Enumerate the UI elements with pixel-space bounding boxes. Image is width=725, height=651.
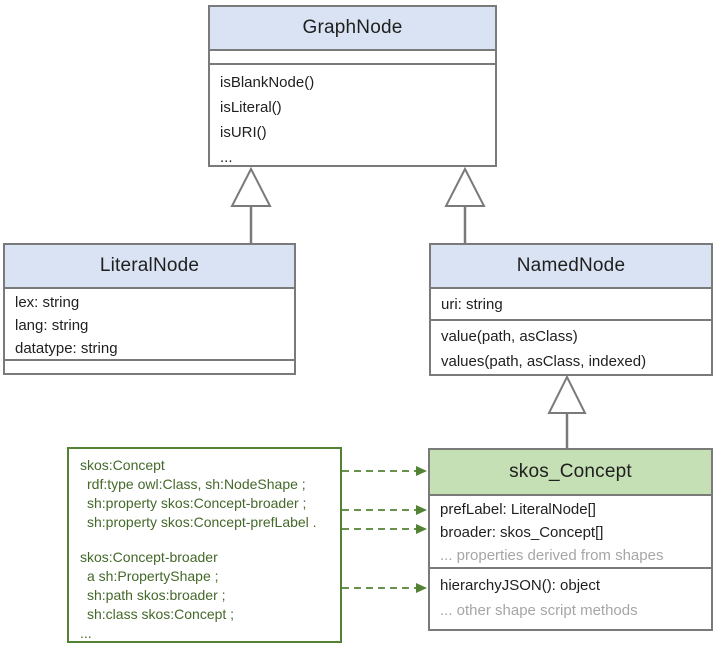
code-line: skos:Concept [80,457,165,473]
method-item: isURI() [220,124,267,141]
code-line: rdf:type owl:Class, sh:NodeShape ; [87,476,306,492]
code-line: sh:path skos:broader ; [87,587,226,603]
attribute-item: uri: string [441,295,503,313]
code-line: sh:property skos:Concept-broader ; [87,495,307,511]
code-line: sh:class skos:Concept ; [87,606,235,622]
shape-definition-code-box: skos:Concept rdf:type owl:Class, sh:Node… [67,447,342,643]
skos-concept-attributes-compartment: prefLabel: LiteralNode[] broader: skos_C… [430,494,711,567]
inheritance-arrow-namednode-graphnode [444,166,486,243]
inheritance-arrow-skosconcept-namednode [547,374,587,448]
method-item: values(path, asClass, indexed) [441,353,647,370]
derivation-arrow-hierarchyjson [342,583,427,593]
attribute-item: broader: skos_Concept[] [440,524,604,541]
literalnode-methods-compartment [5,359,294,373]
method-item: isLiteral() [220,99,282,116]
methods-note: ... other shape script methods [440,602,638,619]
class-box-skos-concept: skos_Concept prefLabel: LiteralNode[] br… [428,448,713,631]
class-title-namednode: NamedNode [431,245,711,287]
class-box-graphnode: GraphNode isBlankNode() isLiteral() isUR… [208,5,497,167]
class-box-literalnode: LiteralNode lex: string lang: string dat… [3,243,296,375]
code-line: sh:property skos:Concept-prefLabel . [87,514,317,530]
class-title-graphnode: GraphNode [210,7,495,49]
method-item: ... [220,149,233,165]
class-title-literalnode: LiteralNode [5,245,294,287]
attribute-item: prefLabel: LiteralNode[] [440,501,596,518]
attribute-item: datatype: string [15,340,118,357]
method-item: isBlankNode() [220,74,315,91]
literalnode-attributes-compartment: lex: string lang: string datatype: strin… [5,287,294,359]
code-line: ... [80,625,92,641]
derivation-arrow-broader [342,524,427,534]
class-title-skos-concept: skos_Concept [430,450,711,494]
code-line: a sh:PropertyShape ; [87,568,219,584]
method-item: hierarchyJSON(): object [440,577,601,594]
graphnode-attributes-compartment [210,49,495,63]
attributes-note: ... properties derived from shapes [440,547,664,564]
graphnode-methods-compartment: isBlankNode() isLiteral() isURI() ... [210,63,495,165]
derivation-arrow-preflabel [342,505,427,515]
attribute-item: lang: string [15,317,89,334]
derivation-arrow-header [342,466,427,476]
inheritance-arrow-literalnode-graphnode [230,166,272,243]
code-line-blank [80,532,340,548]
code-line: skos:Concept-broader [80,549,218,565]
skos-concept-methods-compartment: hierarchyJSON(): object ... other shape … [430,567,711,629]
namednode-attributes-compartment: uri: string [431,287,711,319]
method-item: value(path, asClass) [441,328,578,345]
namednode-methods-compartment: value(path, asClass) values(path, asClas… [431,319,711,374]
attribute-item: lex: string [15,294,80,311]
class-box-namednode: NamedNode uri: string value(path, asClas… [429,243,713,376]
